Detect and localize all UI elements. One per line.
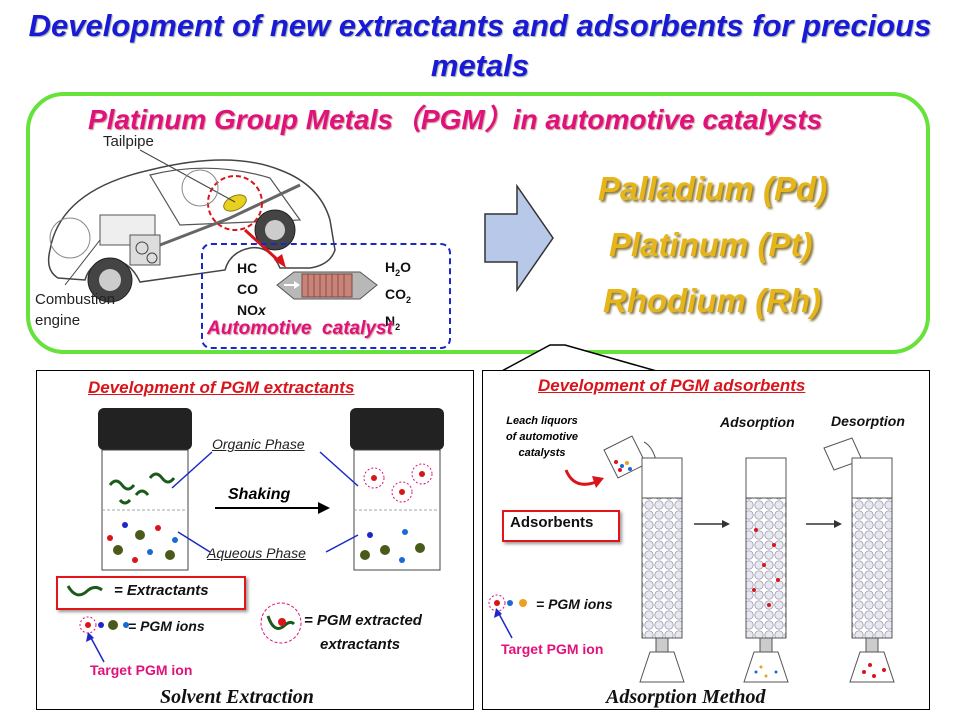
catalyst-inputs: HC CO NOx bbox=[237, 258, 266, 321]
engine-block bbox=[99, 214, 161, 266]
organic-phase-label: Organic Phase bbox=[212, 436, 305, 452]
extracted-legend-line1: = PGM extracted bbox=[304, 612, 422, 629]
input-hc: HC bbox=[237, 260, 258, 276]
adsorption-columns bbox=[564, 435, 895, 683]
pgm-ions-legend-left: = PGM ions bbox=[128, 618, 205, 634]
output-co2: CO2 bbox=[385, 285, 412, 305]
page-title: Development of new extractants and adsor… bbox=[28, 8, 932, 83]
big-arrow-right bbox=[484, 184, 554, 292]
adsorption-label: Adsorption bbox=[720, 414, 795, 430]
solvent-extraction-caption: Solvent Extraction bbox=[160, 686, 314, 708]
shaking-label: Shaking bbox=[228, 486, 291, 503]
front-wheel bbox=[87, 257, 133, 303]
extractants-heading: Development of PGM extractants bbox=[88, 378, 355, 397]
column-3 bbox=[823, 437, 895, 683]
metal-platinum: Platinum (Pt) bbox=[609, 226, 813, 263]
adsorption-method-caption: Adsorption Method bbox=[606, 686, 766, 708]
vial-before bbox=[98, 408, 192, 571]
pgm-panel bbox=[26, 92, 930, 354]
catalyst-highlight-circle bbox=[207, 175, 263, 231]
catalyst-converter-image bbox=[276, 271, 378, 300]
output-n2: N2 bbox=[385, 312, 401, 332]
extracted-extractant-icon bbox=[260, 602, 302, 644]
extraction-vials bbox=[98, 408, 444, 571]
rear-wheel bbox=[254, 209, 296, 251]
column-1 bbox=[639, 457, 685, 683]
desorption-label: Desorption bbox=[831, 413, 905, 429]
metal-rhodium: Rhodium (Rh) bbox=[603, 282, 822, 319]
catalyst-label: Automotive catalyst bbox=[207, 318, 393, 339]
pgm-ions-legend-right: = PGM ions bbox=[536, 596, 613, 612]
catalyst-box bbox=[201, 243, 451, 349]
extractants-legend-box bbox=[56, 576, 246, 610]
target-arrow-right bbox=[494, 608, 513, 639]
extracted-legend-line2: extractants bbox=[320, 636, 401, 653]
catalyst-outputs: H2O CO2 N2 bbox=[385, 257, 411, 337]
extractants-legend-label: = Extractants bbox=[114, 582, 209, 599]
adsorbents-box bbox=[502, 510, 620, 542]
extractant-icon bbox=[66, 585, 103, 597]
tailpipe-label: Tailpipe bbox=[103, 133, 154, 150]
target-arrow-left bbox=[86, 632, 105, 663]
vial-after bbox=[350, 408, 444, 571]
car-illustration bbox=[47, 149, 336, 303]
target-pgm-ion-left: Target PGM ion bbox=[90, 662, 193, 678]
leach-liquors-label: Leach liquors of automotive catalysts bbox=[505, 415, 579, 459]
adsorbents-heading: Development of PGM adsorbents bbox=[538, 376, 806, 395]
output-h2o: H2O bbox=[385, 259, 412, 278]
target-pgm-ion-right: Target PGM ion bbox=[501, 641, 604, 657]
aqueous-phase-label: Aqueous Phase bbox=[207, 545, 306, 561]
adsorbents-label: Adsorbents bbox=[510, 514, 594, 531]
engine-label: Combustion engine bbox=[35, 291, 116, 329]
column-2 bbox=[743, 457, 789, 683]
input-co: CO bbox=[237, 281, 258, 297]
input-nox: NOx bbox=[237, 302, 266, 318]
metal-palladium: Palladium (Pd) bbox=[598, 170, 828, 207]
pgm-heading: Platinum Group Metals（PGM）in automotive … bbox=[88, 104, 823, 135]
